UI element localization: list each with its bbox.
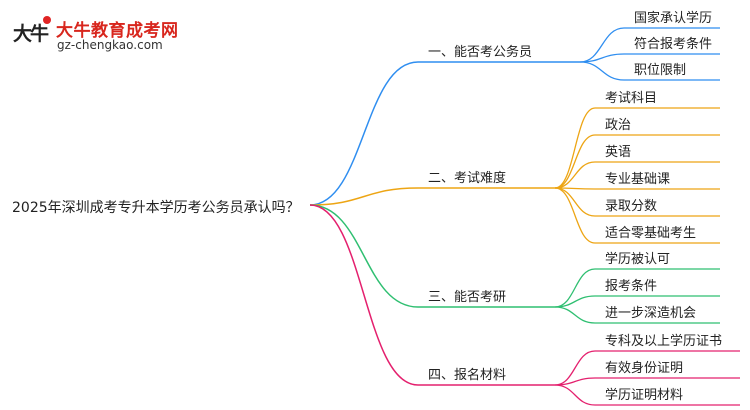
leaf-label: 录取分数	[605, 199, 657, 214]
leaf-connector	[554, 384, 740, 406]
leaf-label: 考试科目	[605, 91, 657, 106]
leaf-label: 报考条件	[605, 278, 657, 294]
leaf-connector	[554, 268, 720, 308]
leaf-connector	[554, 377, 740, 386]
leaf-label: 进一步深造机会	[605, 306, 696, 321]
logo-red-dot	[43, 16, 51, 24]
branch-connector	[309, 61, 580, 206]
branch-label: 三、能否考研	[428, 290, 506, 305]
branch-label: 四、报名材料	[428, 367, 506, 383]
leaf-label: 专科及以上学历证书	[605, 333, 722, 349]
leaf-label: 学历被认可	[605, 251, 670, 267]
leaf-label: 有效身份证明	[605, 360, 683, 376]
leaf-connector	[554, 187, 720, 244]
leaf-connector	[579, 27, 720, 63]
leaf-connector	[554, 306, 720, 324]
root-topic: 2025年深圳成考专升本学历考公务员承认吗？	[12, 200, 300, 216]
leaf-connector	[554, 134, 720, 189]
logo-url: gz-chengkao.com	[57, 38, 163, 52]
branch-label: 一、能否考公务员	[428, 44, 532, 60]
leaf-label: 学历证明材料	[605, 387, 683, 403]
leaf-connector	[554, 107, 720, 189]
leaf-connector	[554, 295, 720, 308]
site-logo[interactable]: 大牛 大牛教育成考网 gz-chengkao.com	[8, 10, 208, 60]
logo-mark-text: 大牛	[12, 23, 49, 45]
branch-connector	[309, 204, 555, 308]
leaf-label: 专业基础课	[605, 172, 670, 187]
leaf-connector	[579, 53, 720, 63]
leaf-connector	[579, 61, 720, 81]
leaf-connector	[554, 350, 740, 386]
branch-label: 二、考试难度	[428, 170, 506, 186]
leaf-label: 适合零基础考生	[605, 226, 696, 241]
leaf-label: 政治	[605, 118, 631, 133]
logo-title: 大牛教育成考网	[56, 21, 179, 41]
branch-connector	[309, 187, 555, 206]
leaf-connector	[554, 187, 720, 217]
ox-logo-icon: 大牛	[8, 12, 52, 56]
leaf-label: 英语	[605, 145, 631, 160]
leaf-label: 国家承认学历	[634, 10, 712, 26]
leaf-connector	[554, 187, 720, 190]
leaf-label: 职位限制	[634, 63, 686, 78]
leaf-connector	[554, 161, 720, 189]
leaf-label: 符合报考条件	[634, 36, 712, 52]
branch-connector	[309, 204, 555, 386]
